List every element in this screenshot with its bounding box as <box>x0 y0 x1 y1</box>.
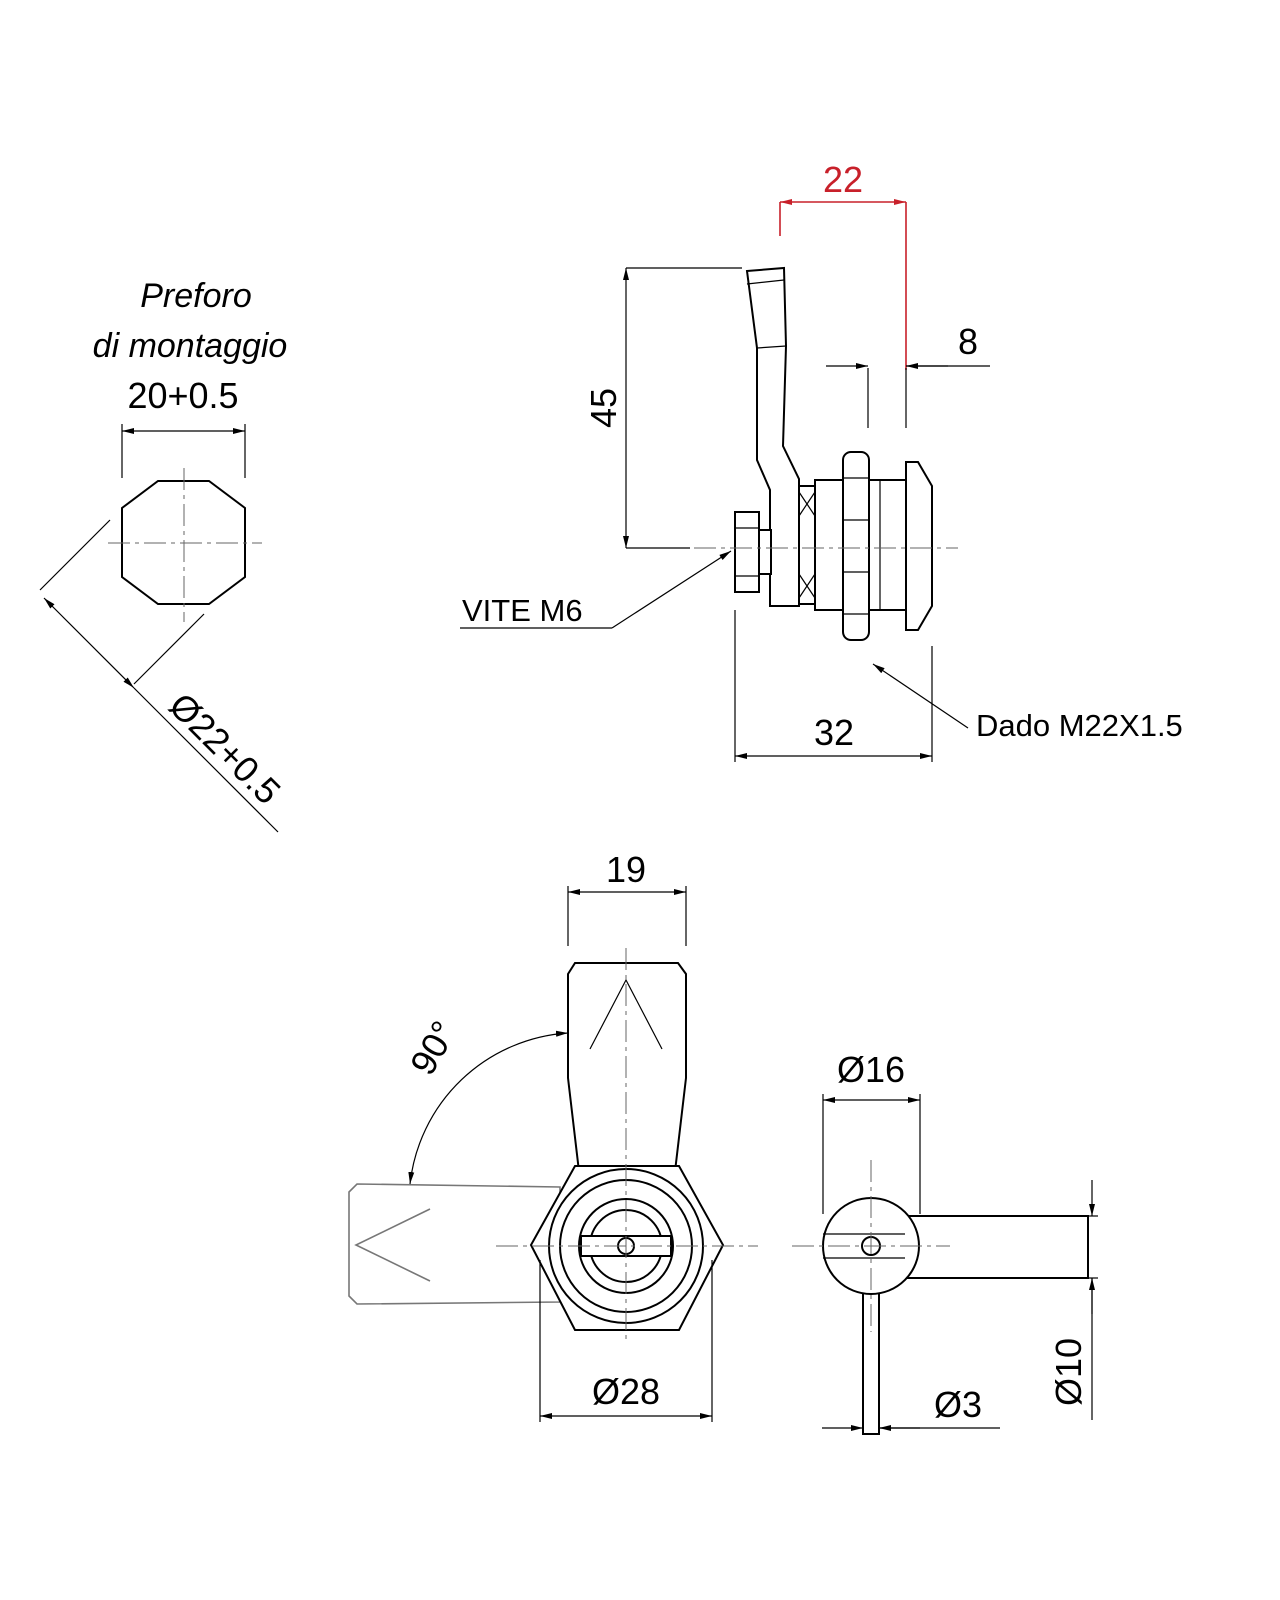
diameter-leader <box>133 687 279 833</box>
arm-diameter-label: Ø10 <box>1048 1338 1089 1406</box>
nut-leader-arrow <box>872 663 969 729</box>
side-view: 22 8 45 <box>460 159 1183 762</box>
hex-nut <box>842 451 870 641</box>
upright-lever-arrow <box>589 978 663 1050</box>
front-view: 19 90° Ø28 <box>348 849 758 1422</box>
cam-arm <box>904 1215 1089 1279</box>
lever-height-label: 45 <box>583 388 624 428</box>
body-diameter-label: Ø28 <box>592 1371 660 1412</box>
lever-arm <box>745 266 800 607</box>
threaded-barrel <box>868 479 907 611</box>
front-bezel <box>905 461 933 631</box>
diameter-extension-1 <box>39 519 111 591</box>
cam-view: Ø16 Ø3 Ø10 <box>792 1049 1098 1435</box>
body-collar <box>814 479 844 611</box>
rotation-angle-label: 90° <box>402 1014 465 1082</box>
diameter-extension-2 <box>133 613 205 685</box>
screw-head <box>734 511 760 593</box>
lever-width-label: 19 <box>606 849 646 890</box>
cam-diameter-label: Ø16 <box>837 1049 905 1090</box>
nut-label: Dado M22X1.5 <box>976 708 1183 743</box>
cam-flats <box>823 1233 905 1259</box>
mounting-hole-title-1: Preforo <box>140 277 252 315</box>
lever-tip-edge <box>746 279 785 285</box>
washer-cross-2 <box>798 491 816 517</box>
rotation-arc <box>408 1030 569 1185</box>
diameter-dimension-label: Ø22+0.5 <box>161 685 288 812</box>
diameter-dimension-line <box>43 597 135 689</box>
mounting-hole-title-2: di montaggio <box>93 327 288 365</box>
thread-length-label: 8 <box>958 321 978 362</box>
hole-outline <box>121 480 246 605</box>
screw-shank <box>758 529 772 575</box>
rotated-lever-arrow <box>354 1208 431 1282</box>
total-depth-label: 32 <box>814 712 854 753</box>
screw-label: VITE M6 <box>462 593 583 628</box>
pin-diameter-label: Ø3 <box>934 1384 982 1425</box>
lever-bend-edge <box>756 345 787 349</box>
lever-offset-label: 22 <box>823 159 863 200</box>
flat-dimension-label: 20+0.5 <box>127 375 238 416</box>
rotated-lever-ghost <box>348 1183 561 1305</box>
mounting-hole-view: Preforo di montaggio 20+0.5 Ø22+0.5 <box>39 277 289 833</box>
washer-cross-4 <box>798 573 816 599</box>
upright-lever <box>567 962 687 1181</box>
cam-pin <box>862 1275 880 1435</box>
screw-leader-arrow <box>611 550 732 629</box>
